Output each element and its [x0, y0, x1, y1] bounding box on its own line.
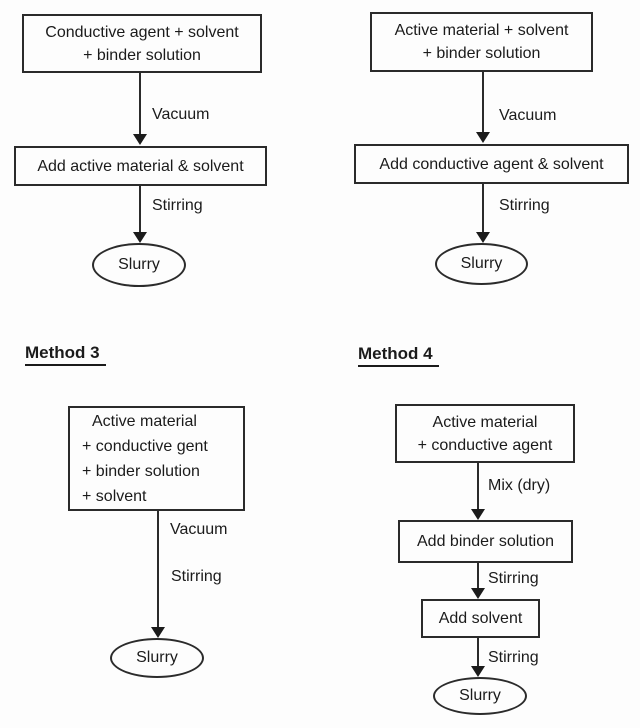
flow1-source-line1: Conductive agent + solvent [45, 23, 239, 41]
arrowhead-icon [133, 232, 147, 243]
flow4-arrow3-down-icon [470, 638, 486, 677]
flow3-edge2-label: Stirring [171, 568, 222, 585]
flow4-terminal-ellipse: Slurry [433, 677, 527, 715]
flow1-source-line2: + binder solution [83, 46, 201, 64]
flow4-source-line2: + conductive agent [417, 436, 553, 454]
arrowhead-icon [471, 588, 485, 599]
flow3-source-line4: + solvent [82, 487, 147, 505]
flow2-source-line1: Active material + solvent [394, 22, 569, 39]
arrowhead-icon [471, 666, 485, 677]
method3-heading: Method 3 [25, 343, 106, 366]
flow3-source-line2: + conductive gent [82, 437, 208, 455]
flow2-step2-label: Add conductive agent & solvent [379, 155, 604, 173]
flow4-edge2-label: Stirring [488, 570, 539, 587]
flow3-terminal-label: Slurry [136, 649, 178, 666]
flow1-terminal-ellipse: Slurry [92, 243, 186, 287]
arrowhead-icon [471, 509, 485, 520]
flow1-step2-label: Add active material & solvent [37, 157, 244, 175]
arrowhead-icon [476, 232, 490, 243]
flow4-step3-label: Add solvent [438, 610, 523, 627]
flow2-edge1-label: Vacuum [499, 107, 557, 124]
flow2-arrow1-down-icon [475, 72, 491, 143]
flow1-terminal-label: Slurry [118, 256, 160, 273]
flow4-step2-box: Add binder solution [398, 520, 573, 563]
flow1-edge2-label: Stirring [152, 197, 203, 214]
flow1-edge1-label: Vacuum [152, 106, 210, 123]
flow2-edge2-label: Stirring [499, 197, 550, 214]
arrow-shaft [139, 186, 141, 232]
flow4-arrow2-down-icon [470, 563, 486, 599]
flow4-edge3-label: Stirring [488, 649, 539, 666]
flow3-source-line3: + binder solution [82, 462, 200, 480]
arrowhead-icon [151, 627, 165, 638]
arrow-shaft [482, 184, 484, 232]
arrow-shaft [477, 638, 479, 666]
arrow-shaft [139, 73, 141, 134]
flow3-terminal-ellipse: Slurry [110, 638, 204, 678]
arrowhead-icon [476, 132, 490, 143]
flow4-terminal-label: Slurry [459, 687, 501, 704]
flow1-step2-box: Add active material & solvent [14, 146, 267, 186]
flow2-arrow2-down-icon [475, 184, 491, 243]
flow2-source-box: Active material + solvent + binder solut… [370, 12, 593, 72]
flow2-terminal-ellipse: Slurry [435, 243, 528, 285]
flow4-source-line1: Active material [432, 413, 538, 431]
flow1-source-box: Conductive agent + solvent + binder solu… [22, 14, 262, 73]
flow1-arrow1-down-icon [132, 73, 148, 145]
flow3-source-line1: Active material [92, 412, 197, 430]
flow3-source-box: Active material + conductive gent + bind… [68, 406, 245, 511]
flow4-source-box: Active material + conductive agent [395, 404, 575, 463]
flow4-step3-box: Add solvent [421, 599, 540, 638]
arrowhead-icon [133, 134, 147, 145]
flow3-arrow-down-icon [150, 511, 166, 638]
flow1-arrow2-down-icon [132, 186, 148, 243]
flow2-terminal-label: Slurry [460, 255, 503, 272]
flow2-source-line2: + binder solution [422, 45, 541, 62]
flow2-step2-box: Add conductive agent & solvent [354, 144, 629, 184]
flow4-edge1-label: Mix (dry) [488, 477, 551, 494]
arrow-shaft [477, 563, 479, 588]
flow3-edge1-label: Vacuum [170, 521, 228, 538]
arrow-shaft [482, 72, 484, 132]
arrow-shaft [477, 463, 479, 509]
method4-heading: Method 4 [358, 344, 439, 367]
flow4-step2-label: Add binder solution [417, 533, 554, 550]
flow4-arrow1-down-icon [470, 463, 486, 520]
arrow-shaft [157, 511, 159, 627]
